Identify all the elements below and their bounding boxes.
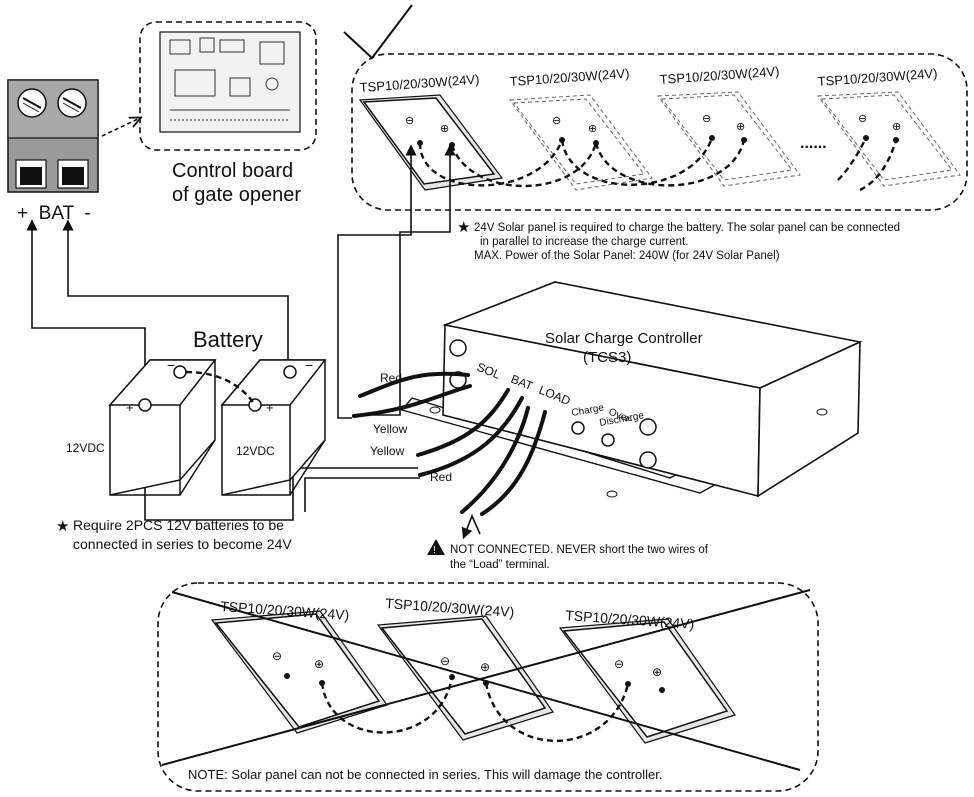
battery-note-star-icon: ★ [56, 518, 69, 535]
svg-text:⊖: ⊖ [405, 115, 414, 127]
battery-cell-1: − + [108, 357, 217, 496]
solar-note-line1: 24V Solar panel is required to charge th… [474, 222, 900, 234]
solar-panel-3: ⊖ ⊕ [657, 91, 801, 187]
battery-cell-2: − + [220, 357, 327, 496]
solar-charge-controller [400, 281, 863, 498]
svg-text:⊖: ⊖ [552, 115, 561, 127]
panel-top-label-1: TSP10/20/30W(24V) [359, 72, 480, 95]
svg-text:−: − [305, 357, 313, 373]
solar-panel-2: ⊖ ⊕ [509, 94, 653, 191]
screw-icon [17, 88, 47, 118]
board-leader-line [101, 118, 140, 137]
panel-bottom-label-2: TSP10/20/30W(24V) [385, 595, 515, 620]
bat-terminal-label: + BAT - [17, 203, 91, 224]
battery-series-jumper [185, 370, 256, 406]
solar-panel-1: ⊖ ⊕ [358, 94, 504, 191]
battery-note-line2: connected in series to become 24V [73, 536, 292, 552]
svg-text:⊕: ⊕ [736, 121, 745, 133]
control-board [139, 21, 317, 151]
svg-text:⊕: ⊕ [314, 657, 324, 671]
svg-text:⊖: ⊖ [272, 649, 282, 663]
bad-solar-panel-3: ⊖ ⊕ [558, 618, 736, 744]
controller-cables [352, 371, 547, 516]
parallel-panels-frame [351, 53, 968, 211]
cross-out-icon [161, 589, 811, 771]
wire-yellow-top-label: Yellow [373, 422, 408, 436]
wire-red-top-label: Red [380, 371, 402, 385]
bad-solar-panel-2: ⊖ ⊕ [376, 615, 554, 741]
check-mark-icon [343, 4, 413, 60]
svg-text:⊖: ⊖ [614, 657, 624, 671]
warning-icon: ! [427, 539, 445, 556]
load-arrows [461, 513, 481, 540]
svg-text:⊕: ⊕ [588, 123, 597, 135]
bad-solar-panel-1: ⊖ ⊕ [210, 610, 388, 734]
svg-text:⊖: ⊖ [858, 113, 867, 125]
controller-title-line2: (TCS3) [583, 349, 631, 366]
svg-text:⊕: ⊕ [652, 665, 662, 679]
board-title-line2: of gate opener [172, 184, 301, 206]
battery-cell-1-label: 12VDC [66, 441, 105, 455]
controller-title-line1: Solar Charge Controller [545, 330, 703, 347]
bat-terminal-block [7, 79, 99, 193]
svg-text:+: + [126, 400, 134, 415]
svg-text:⊖: ⊖ [702, 113, 711, 125]
screw-icon [57, 88, 87, 118]
solar-note-line3: MAX. Power of the Solar Panel: 240W (for… [474, 250, 780, 262]
series-wires [320, 676, 630, 742]
svg-text:+: + [266, 400, 274, 415]
wire-red-bottom-label: Red [430, 470, 452, 484]
solar-panel-4: ⊖ ⊕ [817, 91, 961, 187]
svg-text:!: ! [433, 545, 436, 556]
panel-ellipsis: ...... [800, 135, 827, 152]
battery-note-line1: Require 2PCS 12V batteries to be [73, 517, 284, 533]
svg-text:⊕: ⊕ [892, 121, 901, 133]
panel-top-label-3: TSP10/20/30W(24V) [659, 64, 780, 87]
solar-note-star-icon: ★ [457, 219, 470, 236]
solar-note-line2: in parallel to increase the charge curre… [480, 236, 688, 248]
series-note: NOTE: Solar panel can not be connected i… [188, 767, 663, 782]
wire-yellow-bottom-label: Yellow [370, 444, 405, 458]
battery-title: Battery [193, 327, 263, 352]
load-note-line2: the “Load” terminal. [450, 559, 550, 571]
battery-cell-2-label: 12VDC [236, 444, 275, 458]
svg-text:⊕: ⊕ [480, 660, 490, 674]
svg-text:−: − [167, 357, 175, 373]
load-note-line1: NOT CONNECTED. NEVER short the two wires… [450, 544, 709, 556]
board-title-line1: Control board [172, 160, 293, 182]
svg-text:⊖: ⊖ [440, 654, 450, 668]
panel-top-label-2: TSP10/20/30W(24V) [509, 66, 630, 89]
series-panels-frame [157, 582, 819, 792]
svg-text:⊕: ⊕ [440, 123, 449, 135]
panel-top-label-4: TSP10/20/30W(24V) [817, 66, 938, 89]
